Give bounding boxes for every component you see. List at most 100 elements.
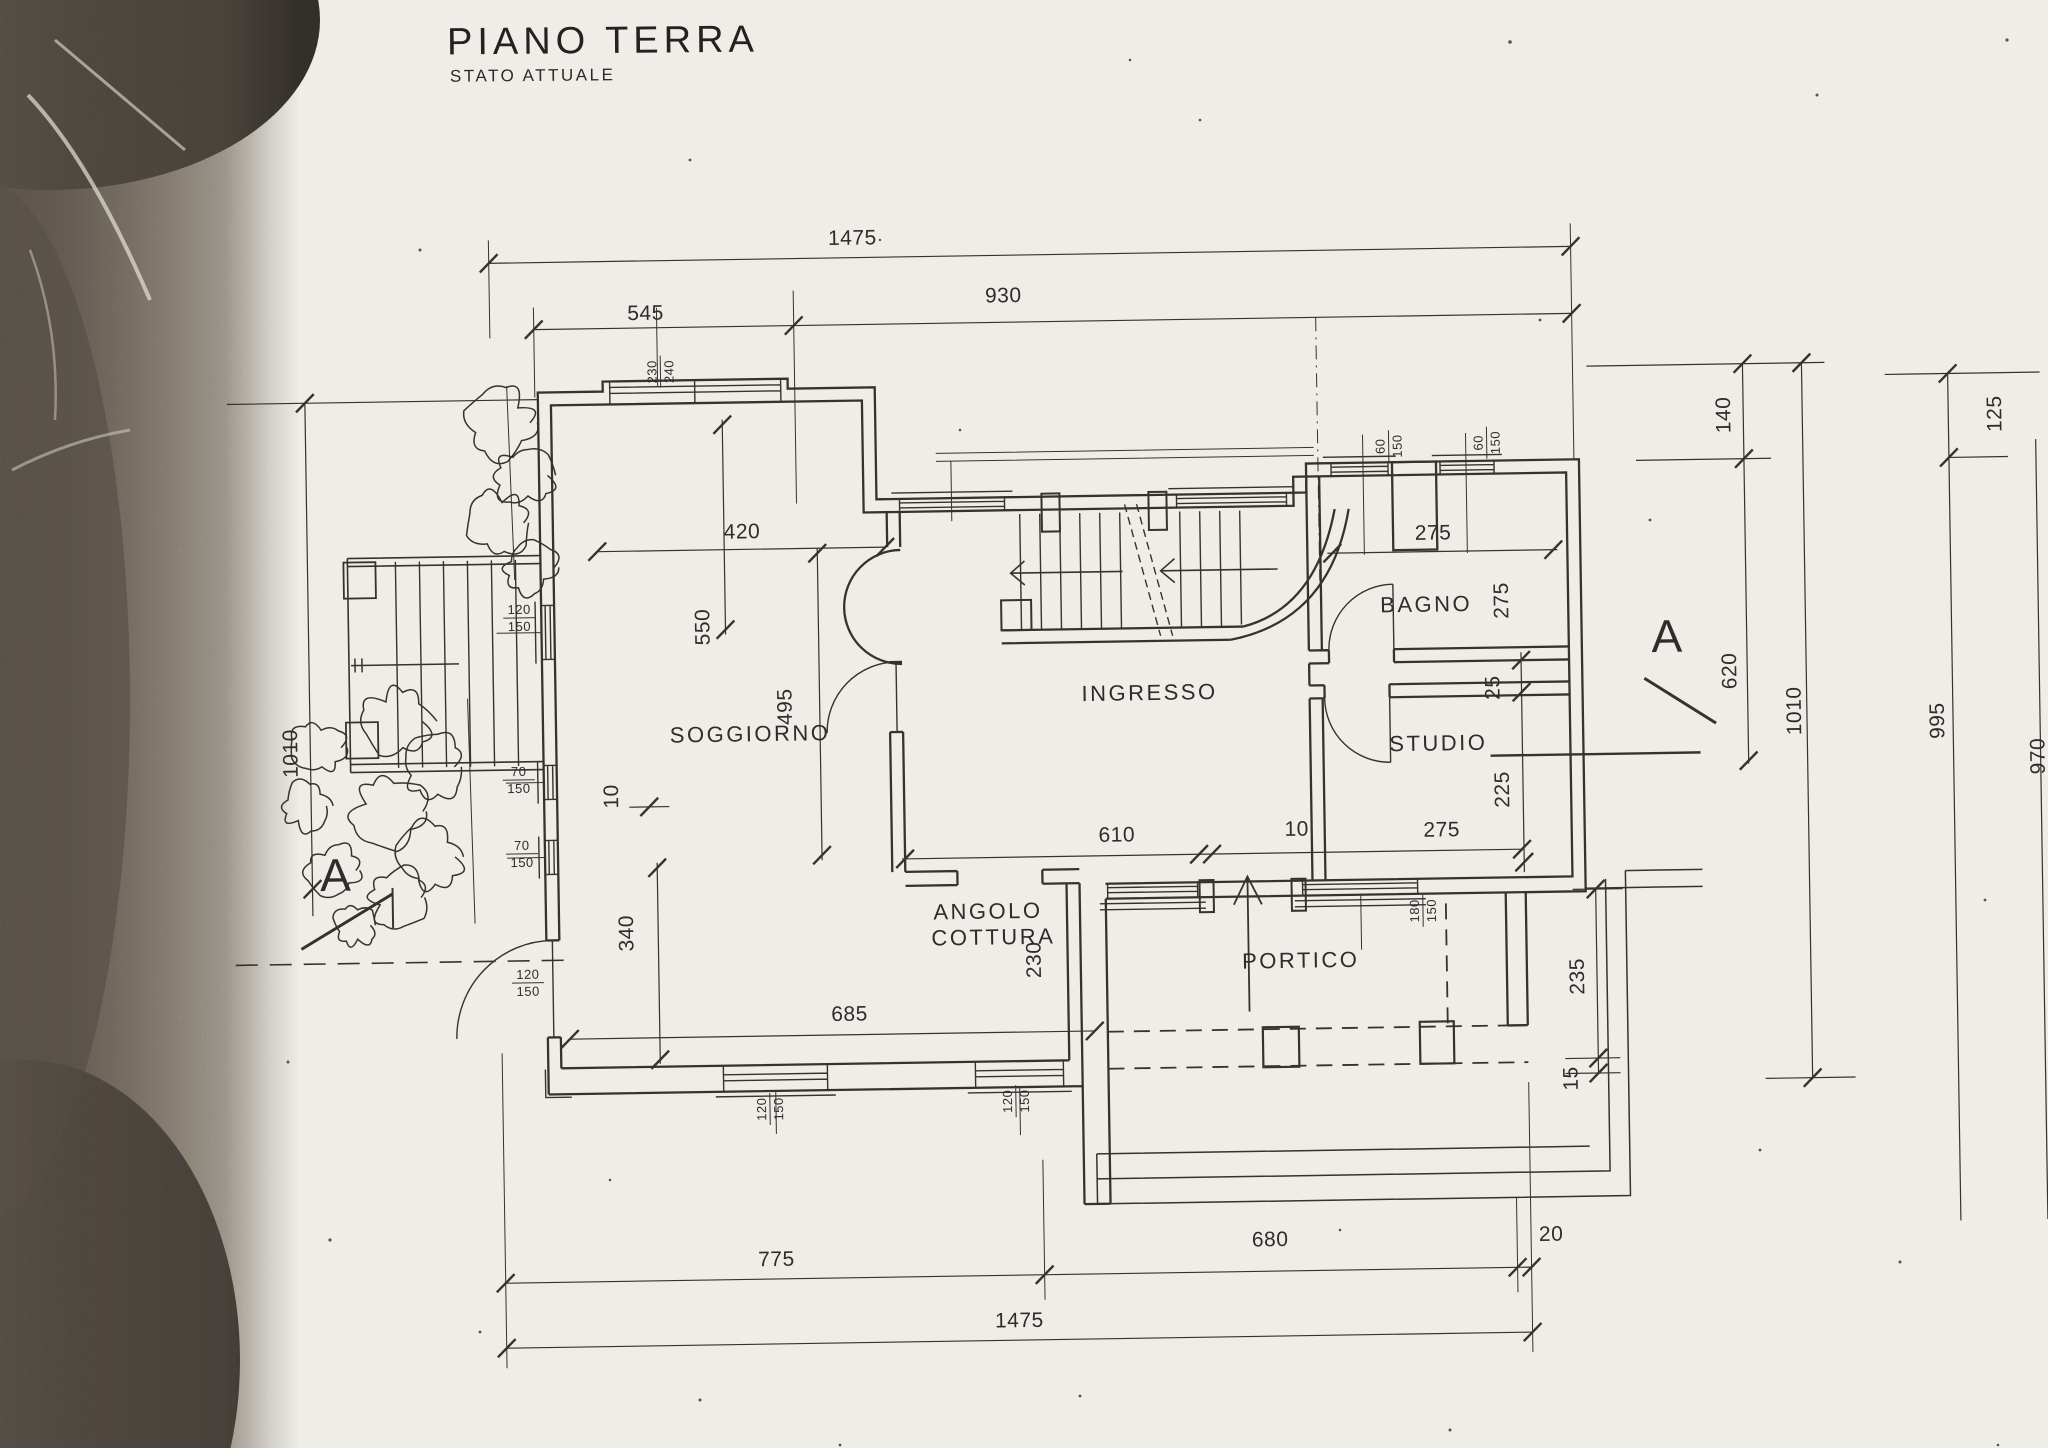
section-markers: AA	[320, 610, 1683, 901]
plant-icon	[280, 778, 334, 835]
portico-pillar	[1418, 1020, 1456, 1065]
window-height: 150	[510, 855, 533, 870]
portico-steps	[1096, 868, 1703, 1205]
window-height: 150	[508, 619, 531, 634]
dimension-1010: 1010	[279, 729, 303, 778]
dimension-930: 930	[985, 284, 1022, 308]
drawing-title: PIANO TERRA	[446, 18, 760, 64]
room-label-ingresso: INGRESSO	[1081, 679, 1218, 706]
drawing-subtitle: STATO ATTUALE	[449, 65, 616, 86]
dimension-1010: 1010	[1783, 686, 1807, 735]
window-width: 70	[514, 838, 530, 853]
window-height: 150	[1017, 1089, 1032, 1112]
dimension-680: 680	[1252, 1228, 1289, 1252]
section-marker-A: A	[1651, 610, 1683, 662]
dimension-275: 275	[1415, 521, 1452, 545]
door-swings	[456, 583, 1395, 1039]
boundary-dashed-line	[235, 959, 564, 967]
window-width: 120	[516, 967, 539, 982]
dimension-125: 125	[1983, 395, 2007, 432]
section-marker-A: A	[320, 849, 352, 901]
window-width: 70	[511, 764, 527, 779]
dimension-420: 420	[723, 520, 760, 544]
plant-icon	[465, 488, 530, 555]
window-height: 240	[661, 360, 676, 383]
window-height: 150	[1389, 434, 1404, 457]
entrance-door	[1040, 490, 1307, 1012]
windows	[534, 378, 1502, 1098]
window-width: 120	[754, 1097, 769, 1120]
window-width: 120	[507, 602, 530, 617]
room-label-soggiorno: SOGGIORNO	[670, 720, 831, 748]
dimension-550: 550	[691, 609, 715, 646]
dimension-25: 25	[1481, 675, 1504, 700]
dimension-545: 545	[627, 302, 664, 326]
room-label-portico: PORTICO	[1242, 947, 1360, 974]
dimension-610: 610	[1098, 823, 1135, 847]
window-width: 60	[1471, 435, 1486, 451]
window-width: 230	[644, 360, 659, 383]
dimension-620: 620	[1718, 652, 1742, 689]
plant-icon	[301, 842, 363, 899]
plant-icon	[359, 684, 438, 758]
room-labels: SOGGIORNOINGRESSOBAGNOSTUDIOANGOLOCOTTUR…	[670, 591, 1488, 974]
plant-icon	[347, 774, 429, 853]
building-walls	[536, 377, 1587, 1206]
dimension-995: 995	[1926, 702, 1950, 739]
plant-icon	[332, 904, 377, 948]
internal-staircase	[1000, 504, 1278, 637]
window-height: 150	[516, 984, 539, 999]
plants	[235, 385, 564, 967]
plant-icon	[404, 731, 463, 801]
plant-icon	[501, 538, 560, 599]
plant-icon	[394, 817, 466, 893]
plant-icon	[492, 447, 557, 504]
window-height: 150	[507, 781, 530, 796]
dimension-1475: 1475	[828, 226, 877, 250]
dimension-970: 970	[2026, 738, 2048, 775]
dimension-685: 685	[831, 1002, 868, 1026]
dimension-235: 235	[1566, 958, 1590, 995]
dimension-340: 340	[615, 915, 639, 952]
portico-structure	[1096, 868, 1703, 1205]
dimension-15: 15	[1559, 1066, 1582, 1091]
dimension-10: 10	[1284, 818, 1309, 841]
plant-icon	[366, 864, 428, 930]
dimension-225: 225	[1491, 771, 1515, 808]
dimension-275: 275	[1490, 582, 1514, 619]
room-label-angolo: ANGOLO	[933, 898, 1043, 925]
dimension-275: 275	[1423, 818, 1460, 842]
window-height: 150	[1487, 431, 1502, 454]
room-label-studio: STUDIO	[1389, 730, 1488, 757]
entry-arrow-icon	[1233, 874, 1263, 1012]
window-height: 150	[771, 1097, 786, 1120]
dimension-1475: 1475	[995, 1309, 1044, 1333]
scan-speckles	[286, 38, 2009, 1447]
window-width: 120	[1000, 1090, 1015, 1113]
dimension-140: 140	[1712, 397, 1736, 434]
window-height: 150	[1424, 899, 1439, 922]
plant-icon	[290, 721, 349, 773]
plant-icon	[462, 385, 539, 465]
room-label-cottura: COTTURA	[931, 924, 1055, 951]
dimension-775: 775	[758, 1248, 795, 1272]
portico-pillar	[1261, 1025, 1301, 1069]
bagno-chimney-block	[1390, 460, 1439, 552]
window-width: 60	[1373, 439, 1388, 455]
window-width: 180	[1407, 899, 1422, 922]
section-line-flags	[300, 676, 1717, 951]
